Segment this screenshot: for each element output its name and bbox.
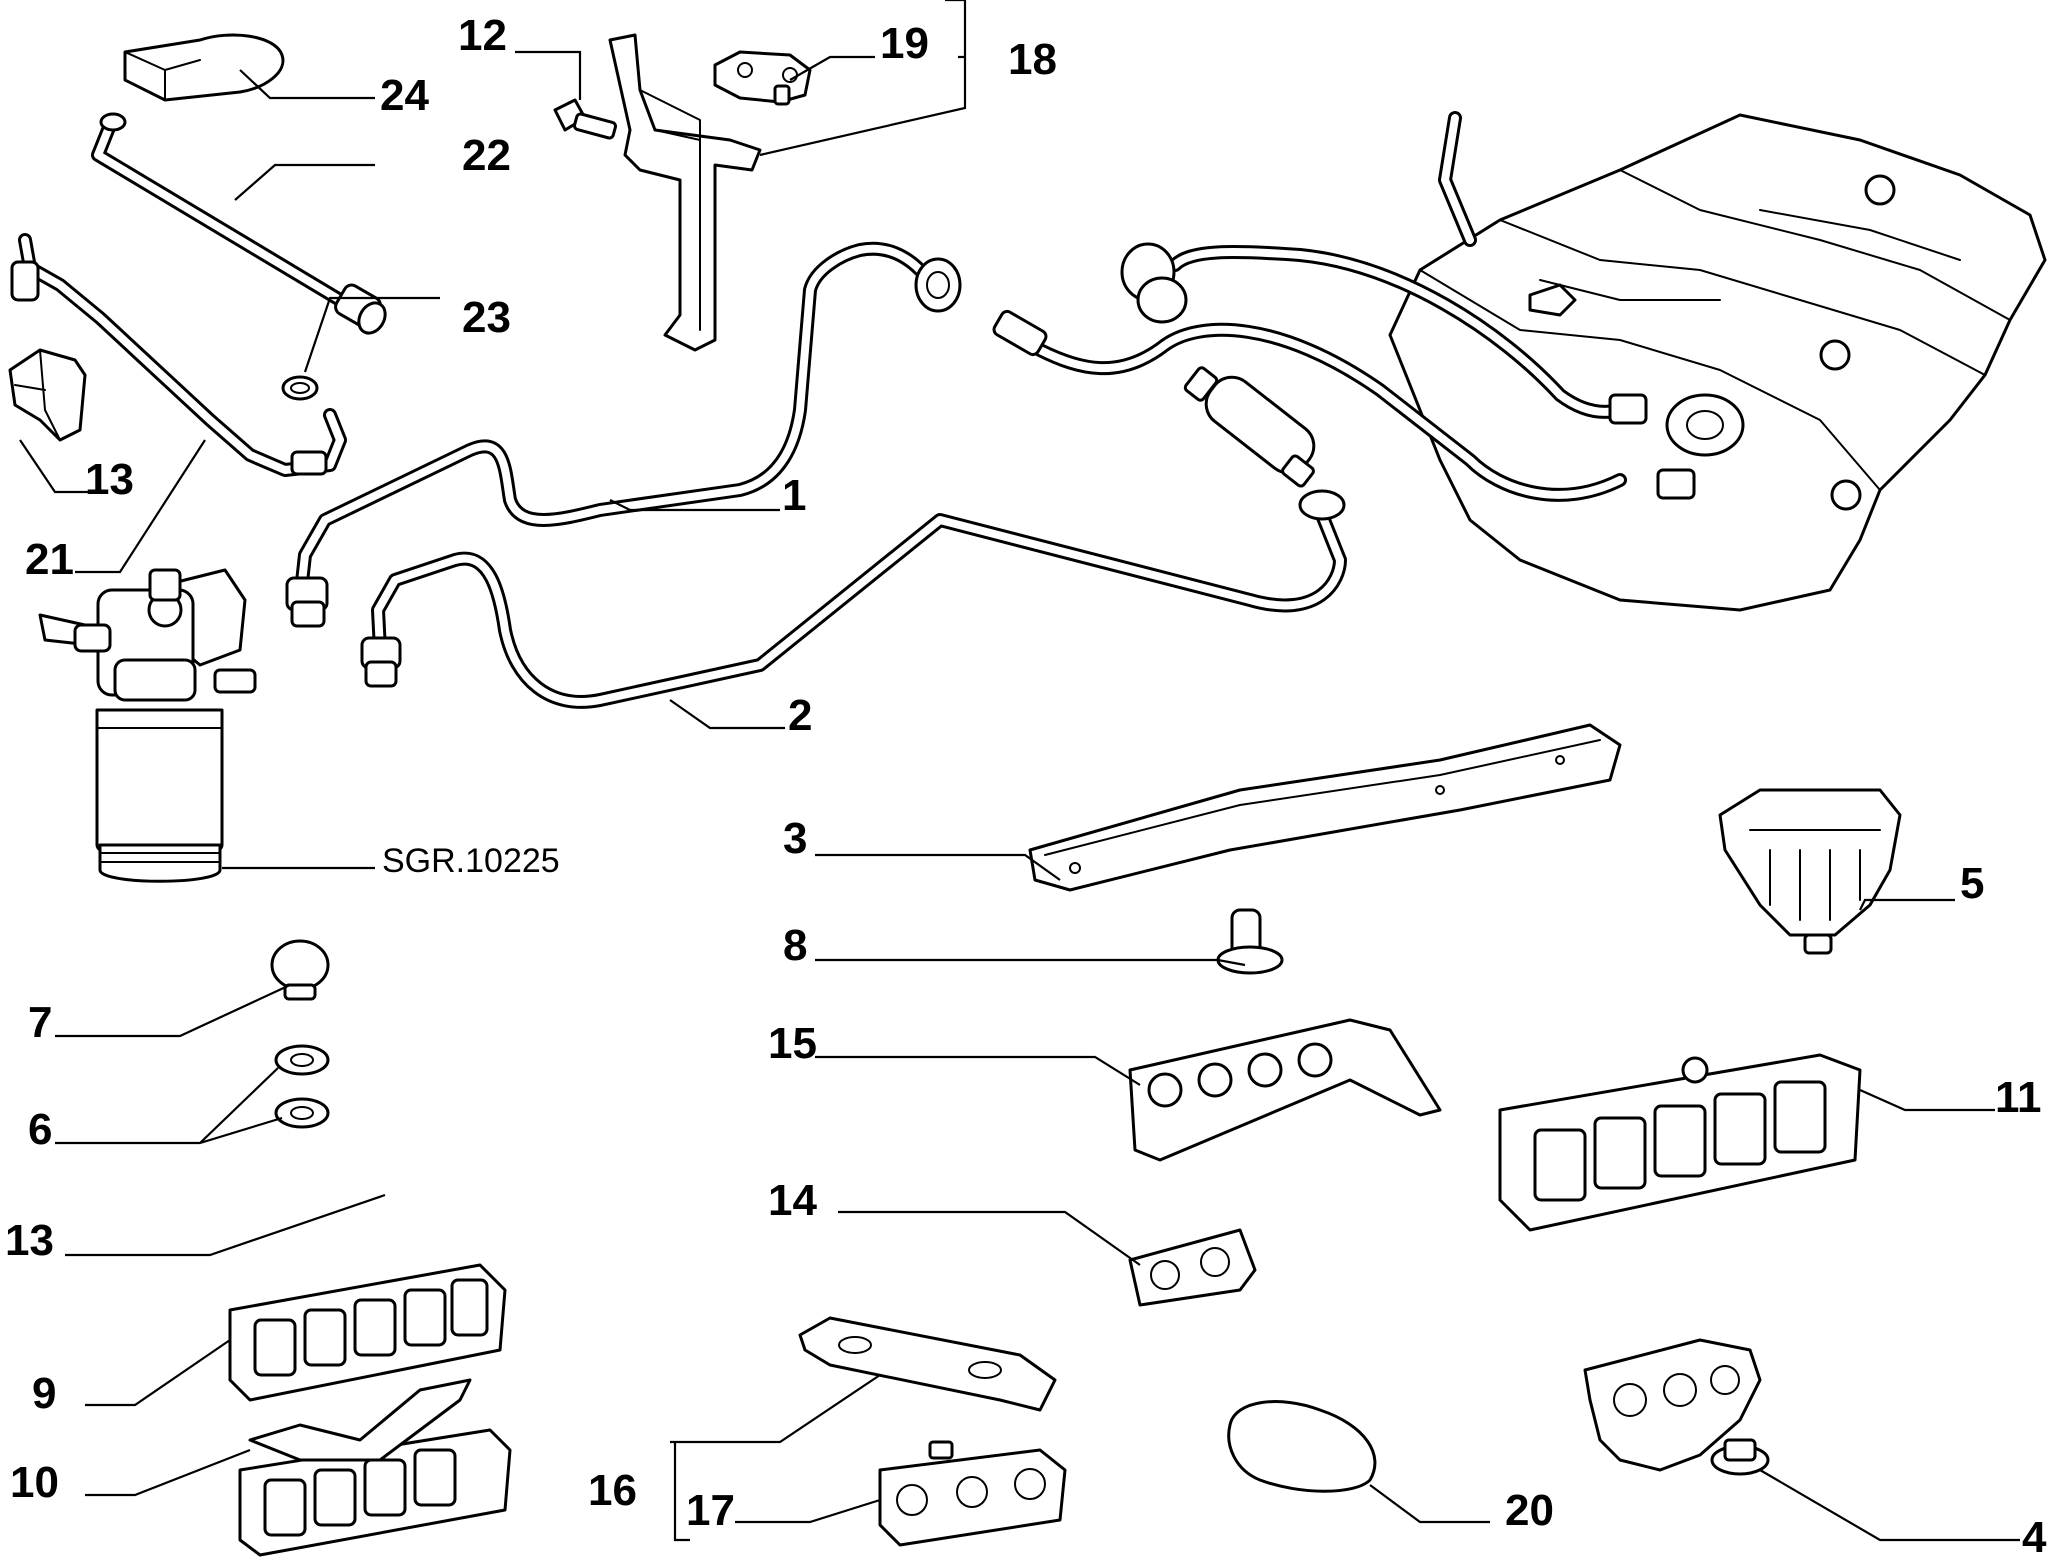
part-17-triple-clip — [878, 1440, 1067, 1547]
part-11-clip-holder — [1498, 1053, 1862, 1232]
callout-14: 14 — [768, 1176, 817, 1225]
part-13-clip-bracket — [8, 348, 87, 442]
callout-1: 1 — [782, 471, 806, 520]
part-22-fuel-pipe — [91, 112, 387, 335]
callout-24: 24 — [380, 71, 429, 120]
part-21-fuel-pipe — [10, 233, 347, 477]
part-18-mounting-bracket — [608, 33, 762, 352]
callout-5: 5 — [1960, 859, 1984, 908]
part-23-hose-clamp — [281, 375, 319, 401]
callout-13-top: 13 — [85, 455, 134, 504]
part-9-clip-holder — [228, 1263, 507, 1402]
part-inline-filter — [1183, 366, 1316, 488]
leader-lines — [19, 0, 2020, 1542]
callout-2: 2 — [788, 691, 812, 740]
callout-13-bottom: 13 — [5, 1216, 54, 1265]
drawing-reference-code: SGR.10225 — [382, 842, 560, 880]
callout-16: 16 — [588, 1466, 637, 1515]
part-3-rail — [1028, 723, 1622, 892]
callout-4: 4 — [2022, 1513, 2047, 1557]
callout-15: 15 — [768, 1019, 817, 1068]
part-20-round-cap — [1227, 1400, 1377, 1493]
part-7-cap — [270, 939, 330, 1001]
callout-7: 7 — [28, 998, 52, 1047]
part-5-clip-support — [1718, 788, 1902, 955]
callout-9: 9 — [32, 1369, 56, 1418]
callout-12: 12 — [458, 11, 507, 60]
part-1-fuel-hose — [285, 241, 962, 628]
callout-17: 17 — [686, 1486, 735, 1535]
callout-20: 20 — [1505, 1486, 1554, 1535]
part-19-sensor — [713, 50, 812, 106]
callout-6: 6 — [28, 1105, 52, 1154]
callout-3: 3 — [783, 814, 807, 863]
part-tank-hoses — [992, 242, 1696, 502]
part-4-clip-support — [1583, 1338, 1770, 1476]
callout-21: 21 — [25, 535, 74, 584]
part-2-fuel-hose — [360, 489, 1347, 709]
part-24-heat-shield — [123, 33, 285, 102]
callout-22: 22 — [462, 131, 511, 180]
part-15-clip-strip — [1128, 1018, 1442, 1162]
callout-18: 18 — [1008, 35, 1057, 84]
part-8-screw — [1216, 908, 1284, 975]
part-12-bolt — [553, 98, 617, 140]
callout-23: 23 — [462, 293, 511, 342]
callout-11: 11 — [1995, 1073, 2042, 1122]
part-fuel-filter-assembly — [38, 568, 257, 883]
part-10-clip-holder — [238, 1378, 512, 1557]
part-fuel-tank — [1388, 111, 2047, 612]
part-14-small-clip — [1128, 1228, 1257, 1307]
callout-19: 19 — [880, 19, 929, 68]
callout-8: 8 — [783, 921, 807, 970]
callout-labels: 12 19 18 24 22 23 13 21 1 2 SGR.10225 3 … — [5, 11, 2047, 1557]
part-16-plate-bracket — [798, 1316, 1057, 1412]
part-6-washers — [274, 1044, 330, 1129]
callout-10: 10 — [10, 1458, 59, 1507]
